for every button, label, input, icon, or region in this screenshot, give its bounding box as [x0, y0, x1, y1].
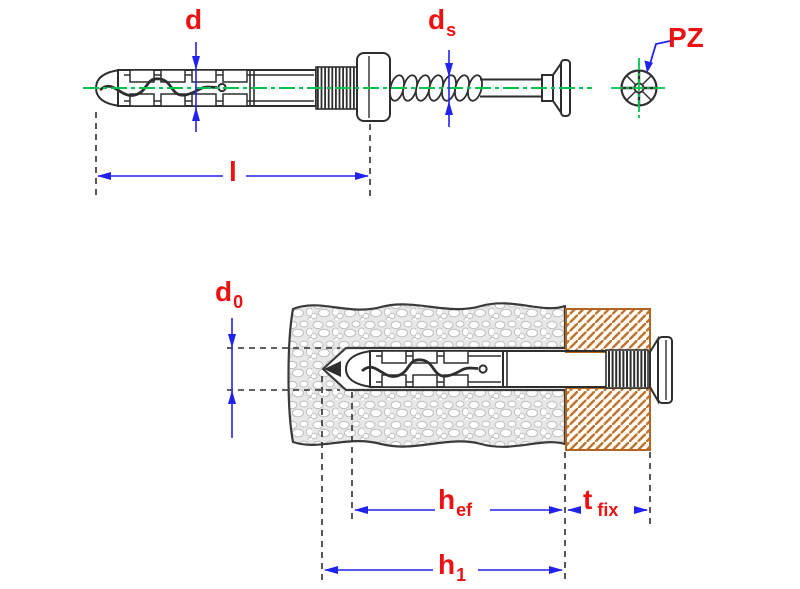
dimension-hef: [354, 506, 563, 514]
dimension-ds: [445, 50, 453, 127]
screw-head-section: [649, 335, 673, 405]
label-hef-sub: ef: [456, 500, 473, 520]
label-l: l: [229, 158, 237, 186]
plug-tip: [324, 361, 341, 377]
label-d0: d0: [215, 276, 243, 312]
label-tfix-text: t: [583, 484, 593, 515]
plug-expansion-windows: [129, 69, 248, 107]
label-tfix-sub: fix: [597, 500, 619, 520]
label-h1: h1: [438, 549, 466, 585]
anchor-in-hole: [324, 335, 673, 405]
dimension-tfix: [567, 506, 648, 514]
pz-end-view: [611, 40, 671, 118]
label-pz-text: PZ: [668, 22, 704, 53]
fixture-plate: [565, 308, 651, 451]
label-hef-text: h: [438, 484, 456, 515]
installed-section-view: [227, 302, 673, 580]
dimension-l: [95, 112, 371, 196]
label-ds: ds: [428, 4, 456, 40]
label-d-text: d: [185, 4, 203, 35]
label-l-text: l: [229, 156, 237, 187]
label-ds-sub: s: [446, 20, 457, 40]
label-d: d: [185, 6, 202, 34]
dimension-d0: [228, 318, 236, 438]
label-d0-sub: 0: [233, 292, 244, 312]
concrete-wall: [287, 302, 567, 448]
label-pz: PZ: [668, 24, 704, 52]
plug-nose-section: [344, 349, 373, 389]
label-h1-text: h: [438, 549, 456, 580]
pz-leader: [644, 40, 671, 73]
plug-wire-eye: [478, 364, 488, 374]
dimension-d: [192, 42, 200, 132]
label-d0-text: d: [215, 276, 233, 307]
plug-wire: [361, 358, 479, 378]
anchor-side-view: [83, 52, 592, 122]
dimension-h1: [324, 566, 563, 574]
plug-expansion-windows: [381, 350, 469, 388]
label-h1-sub: 1: [456, 565, 467, 585]
label-hef: hef: [438, 484, 472, 520]
label-ds-text: d: [428, 4, 446, 35]
extension-lines: [227, 347, 651, 580]
